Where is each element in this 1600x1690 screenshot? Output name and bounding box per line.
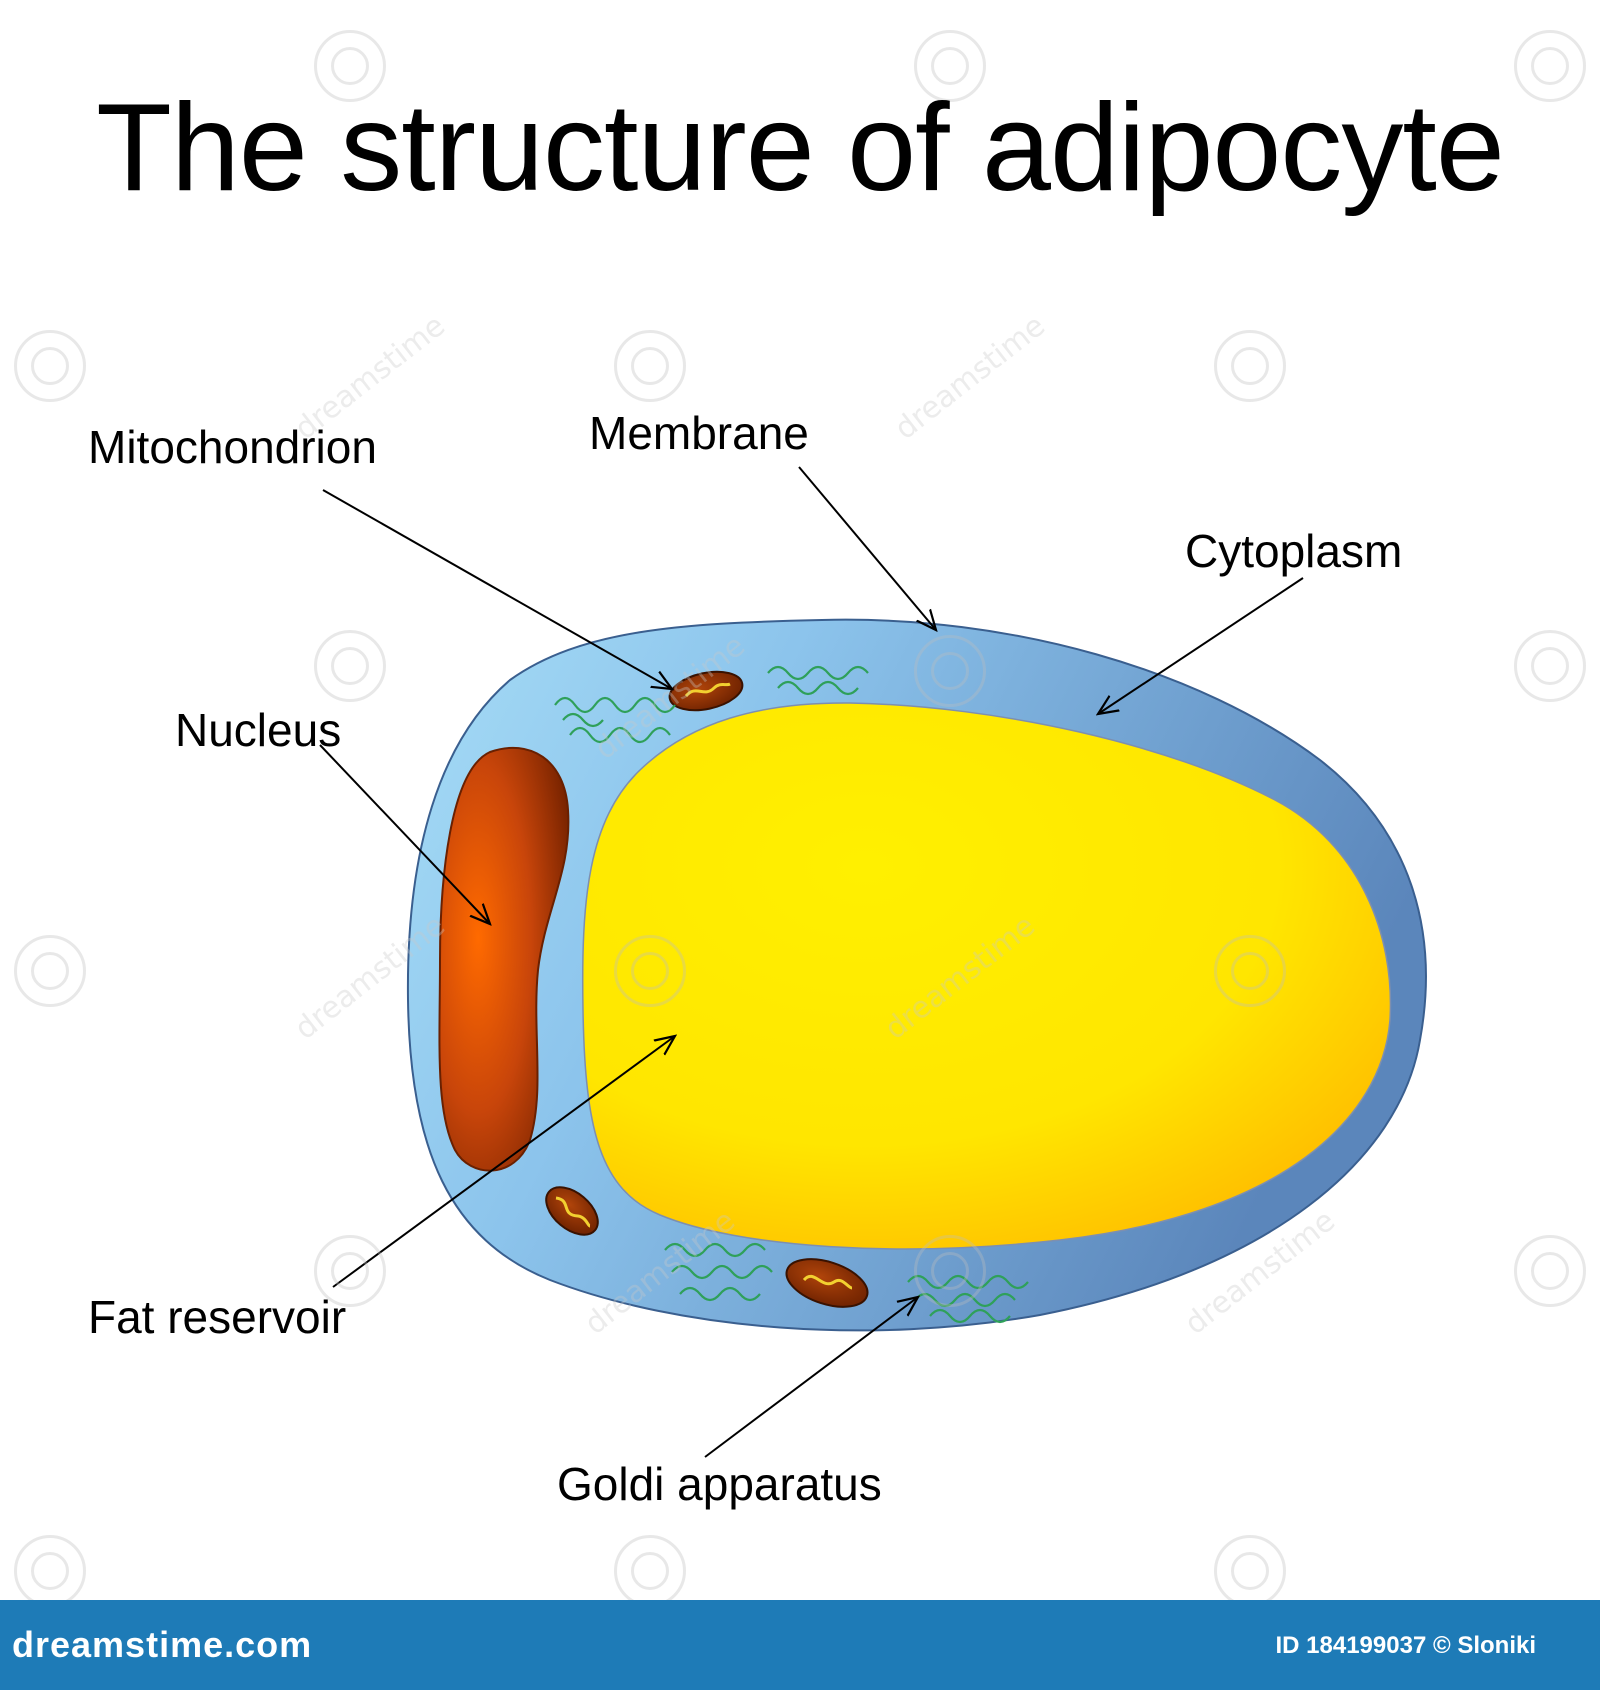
watermark-spiral-icon [14, 330, 86, 402]
footer-bar: dreamstime.com ID 184199037 © Sloniki [0, 1600, 1600, 1690]
label-golgi-apparatus: Goldi apparatus [557, 1458, 882, 1510]
watermark-spiral-icon [1514, 30, 1586, 102]
watermark-spiral-icon [914, 635, 986, 707]
membrane-leader [798, 466, 936, 630]
label-fat-reservoir: Fat reservoir [88, 1291, 347, 1343]
watermark-spiral-icon [1514, 630, 1586, 702]
footer-credit: ID 184199037 © Sloniki [1275, 1632, 1537, 1659]
cytoplasm-leader [1098, 577, 1304, 714]
watermark-spiral-icon [1214, 1535, 1286, 1607]
mitochondrion-bottom [785, 1258, 869, 1308]
watermark-spiral-icon [314, 1235, 386, 1307]
watermark-spiral-icon [1214, 330, 1286, 402]
golgi-apparatus-top-left [554, 696, 676, 744]
mitochondrion-left [545, 1186, 599, 1236]
watermark-spiral-icon [1514, 1235, 1586, 1307]
label-cytoplasm: Cytoplasm [1185, 525, 1403, 577]
mitochondrion-leader [322, 489, 672, 689]
watermark-spiral-icon [614, 1535, 686, 1607]
watermark-spiral-icon [614, 935, 686, 1007]
watermark-spiral-icon [1214, 935, 1286, 1007]
watermark-spiral-icon [314, 30, 386, 102]
watermark-spiral-icon [14, 1535, 86, 1607]
watermark-spiral-icon [614, 330, 686, 402]
watermark-spiral-icon [914, 1235, 986, 1307]
watermark-spiral-icon [314, 630, 386, 702]
golgi-leader [704, 1297, 918, 1458]
watermark-spiral-icon [914, 30, 986, 102]
nucleus [438, 746, 570, 1172]
label-nucleus: Nucleus [175, 704, 342, 756]
label-membrane: Membrane [589, 407, 809, 459]
mitochondrion-top [668, 670, 744, 712]
diagram-title: The structure of adipocyte [96, 79, 1505, 217]
footer-brand: dreamstime.com [12, 1624, 313, 1665]
golgi-apparatus-top [767, 665, 869, 696]
nucleus-leader [319, 744, 490, 924]
watermark-spiral-icon [14, 935, 86, 1007]
fat-reservoir-leader [332, 1036, 675, 1288]
label-mitochondrion: Mitochondrion [88, 421, 377, 473]
golgi-apparatus-bottom-left [664, 1242, 773, 1302]
